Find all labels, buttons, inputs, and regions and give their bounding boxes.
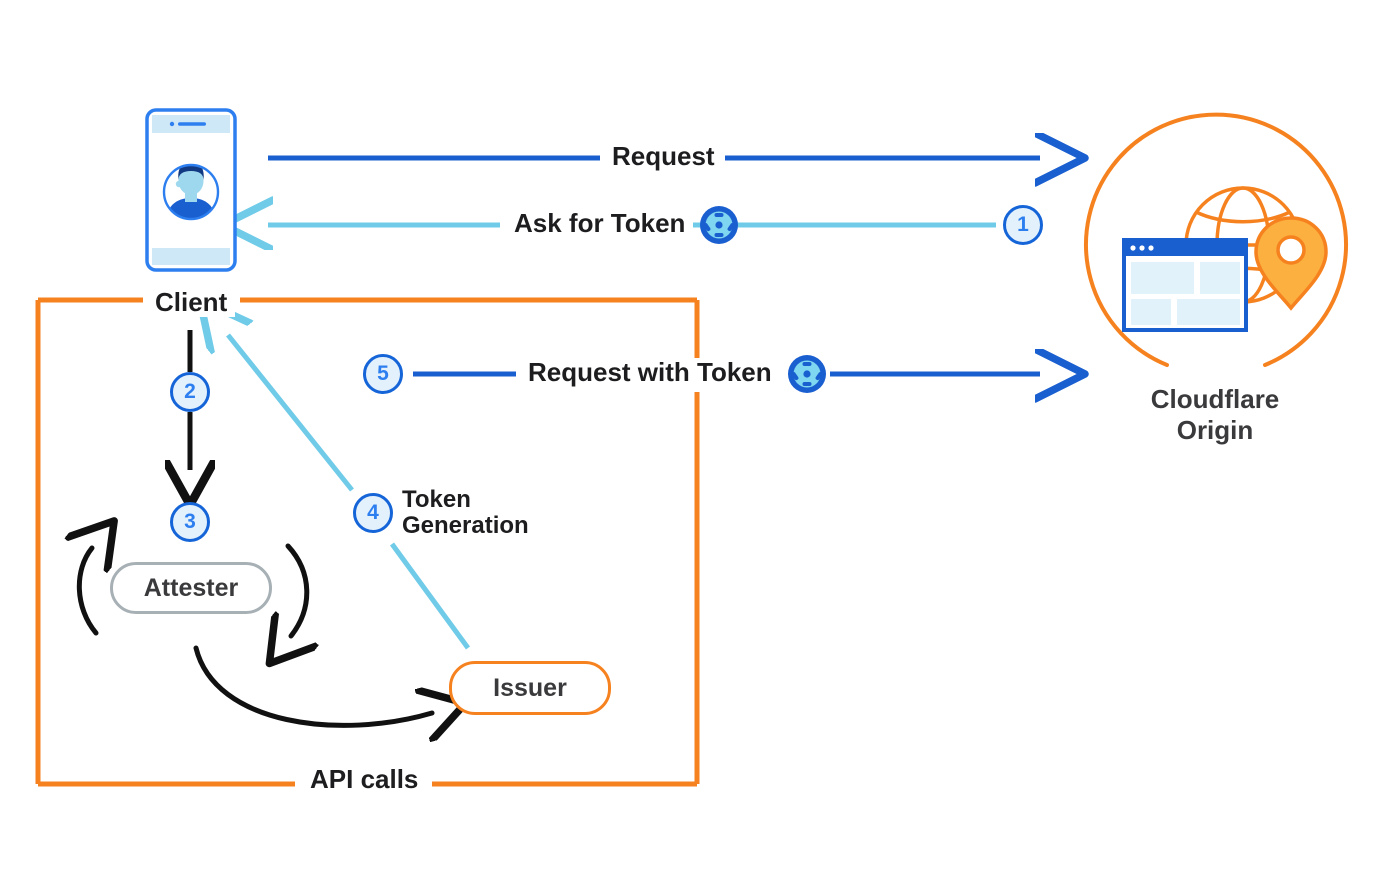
arrow-attester-loop-left	[79, 548, 96, 636]
cloudflare-origin-icon	[1084, 112, 1348, 367]
map-pin-icon	[1254, 216, 1328, 311]
flow-label-request: Request	[604, 141, 723, 172]
token-badge-ask	[700, 206, 738, 244]
flow-label-token-generation-line2: Generation	[402, 512, 529, 539]
boundary-label-api-calls: API calls	[302, 764, 427, 795]
origin-caption-line2: Origin	[1176, 415, 1254, 446]
token-badge-request	[788, 355, 826, 393]
origin-caption-line1: Cloudflare	[1150, 384, 1280, 414]
arrow-attester-loop-right	[288, 543, 307, 636]
flow-label-ask-for-token: Ask for Token	[506, 208, 694, 239]
node-attester-label: Attester	[143, 573, 239, 602]
mobile-phone-icon	[145, 108, 237, 272]
step-circle-5[interactable]: 5	[363, 354, 403, 394]
flow-label-token-generation-line1: Token	[402, 486, 471, 513]
step-circle-4[interactable]: 4	[353, 493, 393, 533]
origin-caption: Cloudflare Origin	[1105, 384, 1325, 446]
step-circle-1[interactable]: 1	[1003, 205, 1043, 245]
boundary-label-client: Client	[147, 287, 236, 318]
step-circle-2[interactable]: 2	[170, 372, 210, 412]
arrow-attester-to-issuer	[193, 645, 432, 725]
flow-label-request-with-token: Request with Token	[520, 357, 780, 388]
node-issuer-label: Issuer	[493, 673, 567, 702]
client-boundary-box	[35, 297, 700, 787]
step-circle-3[interactable]: 3	[170, 502, 210, 542]
browser-window-icon	[1122, 238, 1248, 332]
arrow-token-generation	[228, 335, 471, 650]
node-issuer[interactable]: Issuer	[449, 661, 611, 715]
node-attester[interactable]: Attester	[110, 562, 272, 614]
